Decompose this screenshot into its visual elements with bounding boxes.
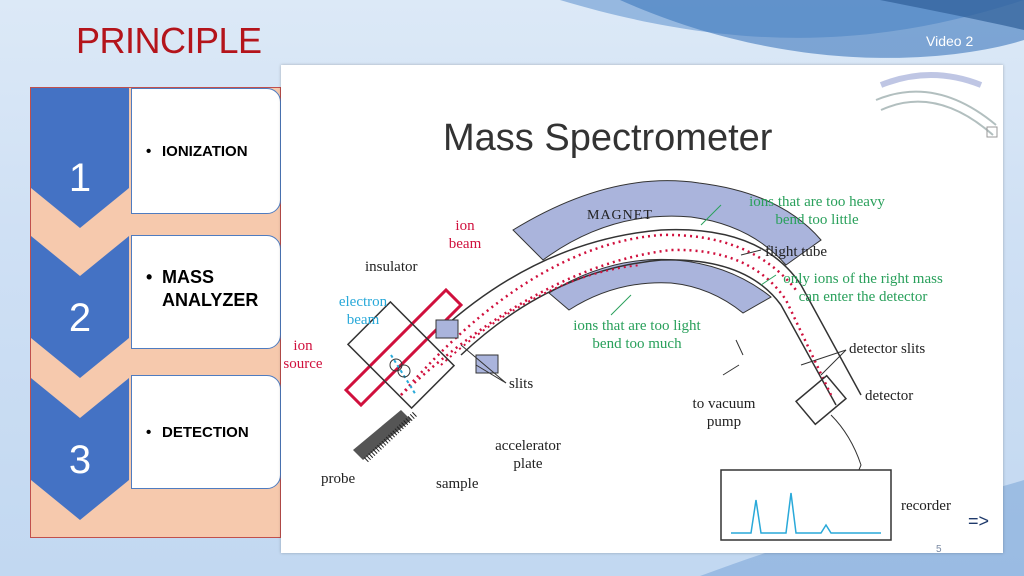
bullet-icon: • xyxy=(146,143,152,160)
figure-title: Mass Spectrometer xyxy=(443,117,773,159)
mass-spectrometer-figure: Mass Spectrometer MAGNET ions that are t… xyxy=(281,65,1003,553)
magnet-inner xyxy=(548,258,772,314)
label-slits: slits xyxy=(509,376,534,392)
next-slide-arrow[interactable]: => xyxy=(968,511,990,531)
label-probe: probe xyxy=(321,471,356,487)
step-label-ionization: IONIZATION xyxy=(162,143,248,160)
flight-tube-inner xyxy=(460,259,837,406)
label-sample: sample xyxy=(436,476,479,492)
recorder-box xyxy=(720,469,892,541)
slide-title: PRINCIPLE xyxy=(76,20,262,61)
process-panel: 1 • IONIZATION 2 • MASS ANALYZER 3 • DETECT… xyxy=(30,87,281,538)
recorder-trace xyxy=(731,492,881,534)
ion-path-main xyxy=(400,248,833,396)
step-number-3: 3 xyxy=(68,438,92,482)
detector-box xyxy=(794,374,848,426)
step-label-mass: MASS xyxy=(162,267,215,287)
page-number: 5 xyxy=(936,544,942,555)
ion-path-heavy xyxy=(400,233,797,396)
step-label-analyzer: ANALYZER xyxy=(162,290,259,310)
electron-beam xyxy=(390,354,417,396)
mass-spectrometer-diagram xyxy=(343,72,998,541)
label-recorder: recorder xyxy=(901,498,951,514)
step-label-detection: DETECTION xyxy=(162,424,249,441)
flight-tube-outer xyxy=(440,228,862,396)
step-number-2: 2 xyxy=(68,296,92,340)
magnet-outer xyxy=(512,180,822,266)
label-magnet: MAGNET xyxy=(587,208,653,223)
bullet-icon: • xyxy=(146,267,153,287)
label-detector-slits: detector slits xyxy=(849,341,926,357)
video-link[interactable]: Video 2 xyxy=(926,33,974,49)
step-card-mass-analyzer: • MASS ANALYZER xyxy=(131,235,281,349)
label-insulator: insulator xyxy=(365,259,418,275)
thumbnail-diagram xyxy=(875,72,998,138)
label-detector: detector xyxy=(865,388,914,404)
probe xyxy=(353,410,411,460)
label-flight-tube: flight tube xyxy=(765,244,828,260)
process-chevrons xyxy=(31,88,129,520)
step-card-ionization: • IONIZATION xyxy=(131,88,281,214)
step-card-detection: • DETECTION xyxy=(131,375,281,489)
bullet-icon: • xyxy=(146,424,152,441)
step-number-1: 1 xyxy=(68,156,92,200)
